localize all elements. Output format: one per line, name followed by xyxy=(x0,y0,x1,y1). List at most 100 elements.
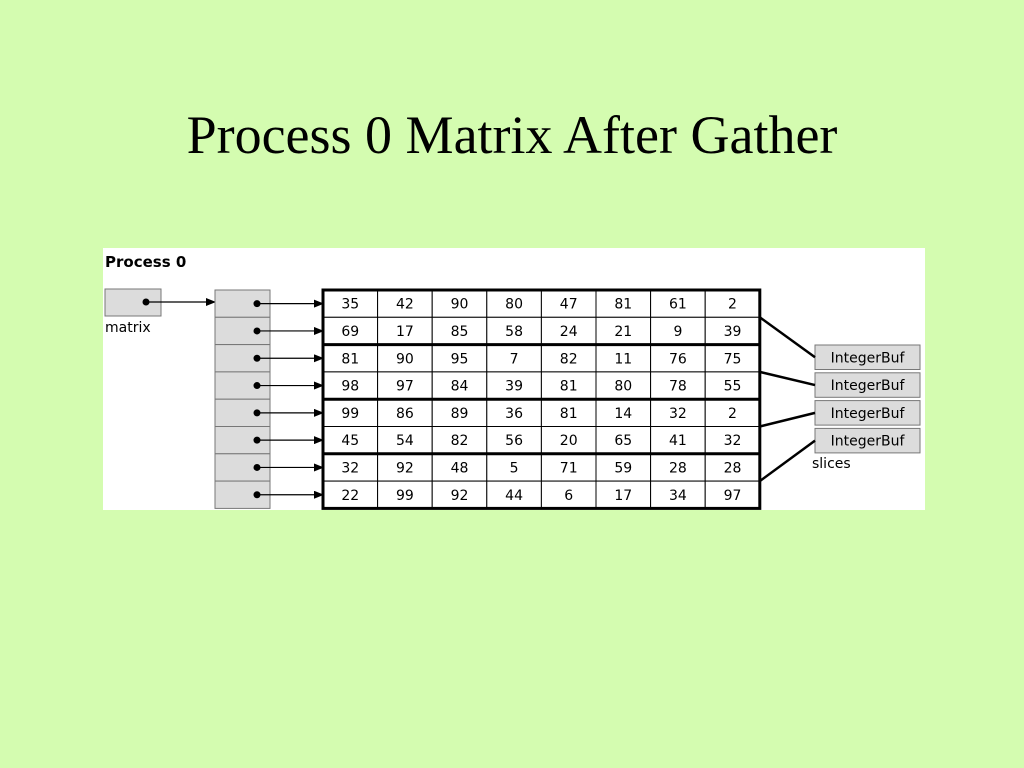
matrix-cell-value: 95 xyxy=(451,351,469,367)
matrix-cell-value: 82 xyxy=(451,433,469,449)
matrix-cell-value: 48 xyxy=(451,460,469,476)
matrix-cell xyxy=(486,289,542,318)
matrix-cell-value: 86 xyxy=(396,406,414,422)
matrix-cell-value: 76 xyxy=(669,351,687,367)
matrix-cell xyxy=(377,316,433,346)
matrix-cell xyxy=(486,398,542,427)
slice-connector xyxy=(759,316,816,359)
matrix-cell-value: 54 xyxy=(396,433,414,449)
matrix-cell xyxy=(650,289,706,318)
matrix-cell-value: 80 xyxy=(505,297,523,313)
matrix-cell-value: 85 xyxy=(451,324,469,340)
matrix-cell-value: 42 xyxy=(396,297,414,313)
matrix-cell-value: 97 xyxy=(396,379,414,395)
integerbuf-box xyxy=(814,427,921,454)
matrix-cell-value: 17 xyxy=(396,324,414,340)
matrix-cell xyxy=(650,453,706,482)
matrix-cell xyxy=(704,426,761,455)
matrix-cell-value: 82 xyxy=(560,351,578,367)
matrix-cell-value: 92 xyxy=(396,460,414,476)
matrix-cell-value: 56 xyxy=(505,433,523,449)
matrix-cell-value: 44 xyxy=(505,488,523,504)
matrix-cell xyxy=(486,426,542,455)
matrix-cell xyxy=(650,398,706,427)
matrix-cell-value: 34 xyxy=(669,488,687,504)
matrix-cell-value: 2 xyxy=(728,297,737,313)
matrix-cell xyxy=(540,371,597,400)
matrix-cell-value: 32 xyxy=(669,406,687,422)
integerbuf-box xyxy=(814,344,921,370)
matrix-cell-value: 22 xyxy=(341,488,359,504)
matrix-cell-value: 45 xyxy=(341,433,359,449)
matrix-cell-value: 6 xyxy=(564,488,573,504)
matrix-cell-value: 81 xyxy=(341,351,359,367)
matrix-cell-value: 61 xyxy=(669,297,687,313)
matrix-cell xyxy=(595,426,652,455)
matrix-cell-value: 71 xyxy=(560,460,578,476)
slice-connector xyxy=(759,439,816,483)
slide-title: Process 0 Matrix After Gather xyxy=(186,105,838,165)
matrix-cell-value: 35 xyxy=(341,297,359,313)
matrix-cell-value: 75 xyxy=(724,351,742,367)
matrix-cell xyxy=(650,316,706,346)
matrix-cell-value: 2 xyxy=(728,406,737,422)
matrix-cell xyxy=(322,453,379,482)
matrix-cell xyxy=(704,371,761,400)
matrix-label: matrix xyxy=(105,320,151,336)
matrix-cell xyxy=(704,289,761,318)
matrix-cell-value: 58 xyxy=(505,324,523,340)
matrix-cell-value: 17 xyxy=(614,488,632,504)
matrix-cell-value: 81 xyxy=(560,379,578,395)
matrix-cell xyxy=(704,344,761,373)
matrix-cell xyxy=(322,371,379,400)
matrix-cell xyxy=(377,453,433,482)
matrix-cell-value: 80 xyxy=(614,379,632,395)
matrix-cell-value: 81 xyxy=(560,406,578,422)
matrix-cell xyxy=(704,480,761,509)
matrix-cell-value: 41 xyxy=(669,433,687,449)
matrix-cell-value: 7 xyxy=(510,351,519,367)
matrix-cell-value: 11 xyxy=(614,351,632,367)
matrix-cell xyxy=(322,426,379,455)
integerbuf-label: IntegerBuf xyxy=(831,350,906,366)
matrix-cell xyxy=(431,453,488,482)
matrix-cell-value: 90 xyxy=(396,351,414,367)
matrix-cell-value: 24 xyxy=(560,324,578,340)
matrix-cell xyxy=(431,289,488,318)
matrix-cell-value: 28 xyxy=(724,460,742,476)
matrix-cell xyxy=(540,426,597,455)
matrix-cell xyxy=(540,453,597,482)
matrix-cell-value: 5 xyxy=(510,460,519,476)
matrix-cell-value: 28 xyxy=(669,460,687,476)
matrix-cell xyxy=(431,480,488,509)
integerbuf-label: IntegerBuf xyxy=(831,378,906,394)
matrix-cell-value: 69 xyxy=(341,324,359,340)
matrix-cell-value: 39 xyxy=(724,324,742,340)
matrix-cell-value: 99 xyxy=(396,488,414,504)
matrix-cell xyxy=(322,344,379,373)
matrix-cell-value: 59 xyxy=(614,460,632,476)
matrix-cell-value: 32 xyxy=(724,433,742,449)
matrix-cell xyxy=(322,289,379,318)
matrix-cell-value: 98 xyxy=(341,379,359,395)
matrix-cell-value: 36 xyxy=(505,406,523,422)
integerbuf-label: IntegerBuf xyxy=(831,434,906,450)
matrix-cell-value: 81 xyxy=(614,297,632,313)
matrix-cell xyxy=(431,316,488,346)
matrix-cell-value: 84 xyxy=(451,379,469,395)
matrix-cell xyxy=(595,480,652,509)
matrix-cell xyxy=(377,398,433,427)
matrix-cell-value: 92 xyxy=(451,488,469,504)
matrix-cell-value: 55 xyxy=(724,379,742,395)
matrix-cell xyxy=(431,426,488,455)
slice-connector xyxy=(759,411,816,428)
matrix-cell-value: 9 xyxy=(673,324,682,340)
matrix-cell-value: 21 xyxy=(614,324,632,340)
matrix-cell-value: 97 xyxy=(724,488,742,504)
slices-label: slices xyxy=(812,456,851,472)
matrix-cell-value: 78 xyxy=(669,379,687,395)
matrix-cell xyxy=(377,426,433,455)
